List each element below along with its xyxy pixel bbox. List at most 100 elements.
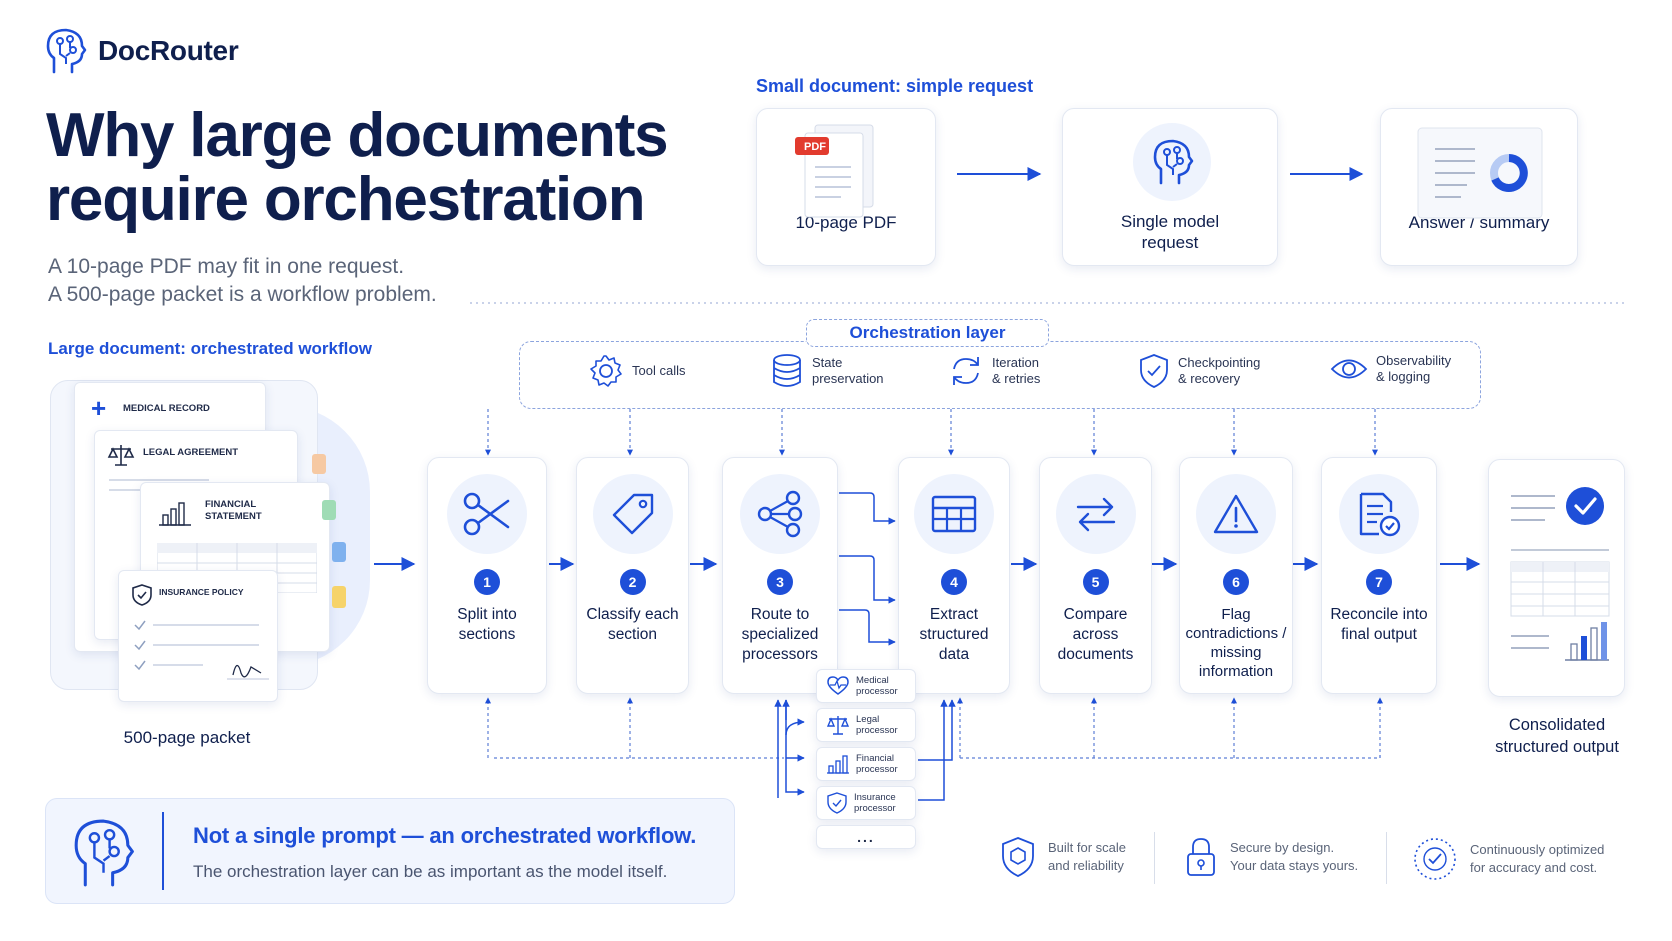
step-extract-label-line-3: data [938,646,970,663]
orch-checkpointing-line-1: Checkpointing [1178,355,1261,370]
shield-icon [1002,837,1034,877]
tab-yellow [332,586,346,608]
feature-optimized-line-2: for accuracy and cost. [1470,860,1598,875]
step-route-number: 3 [767,569,793,595]
step-split-label: Split into sections [432,605,542,645]
feature-separator-2 [1386,832,1387,884]
step-compare-icon-circle [1055,474,1136,554]
large-flow-label: Large document: orchestrated workflow [48,339,372,358]
step-compare-number: 5 [1082,569,1109,595]
document-packet: + MEDICAL RECORD LEGAL AGREEMENT FINANCI… [48,374,372,714]
step-reconcile: 7 Reconcile into final output [1321,457,1437,694]
step-extract-icon-circle [914,474,994,554]
structured-report-icon [1510,487,1610,661]
orch-iteration-retries: Iteration & retries [948,353,1040,389]
pdf-card: PDF 10-page PDF [756,108,936,266]
processor-medical: Medical processor [816,669,916,703]
step-route-label-line-3: processors [742,646,818,663]
processor-financial: Financial processor [816,747,916,781]
target-check-icon [1414,838,1456,880]
step-flag-icon-circle [1196,474,1276,554]
insurance-policy-title: INSURANCE POLICY [159,587,244,597]
tab-orange [312,454,326,474]
checklist-graphic [134,620,269,680]
bar-chart-icon [827,755,849,774]
step-flag-number: 6 [1223,569,1249,595]
shield-check-icon [132,584,152,606]
warning-icon [1213,494,1259,534]
feature-secure-line-1: Secure by design. [1230,840,1335,855]
step-compare-label-line-2: across [1072,626,1119,643]
medical-record-title: MEDICAL RECORD [123,403,210,414]
feature-scale-line-2: and reliability [1048,858,1124,873]
orchestration-layer-title: Orchestration layer [806,319,1049,347]
brain-head-icon [74,819,134,887]
processor-legal-line-2: processor [856,725,898,736]
insurance-policy-page: INSURANCE POLICY [118,570,278,702]
swap-arrows-icon [1076,497,1115,532]
step-route-icon-circle [740,474,820,554]
takeaway-headline: Not a single prompt — an orchestrated wo… [193,823,697,848]
processor-financial-line-1: Financial [856,753,895,764]
legal-agreement-title: LEGAL AGREEMENT [143,447,239,458]
subtitle-line-2: A 500-page packet is a workflow problem. [48,283,437,306]
step-extract-number: 4 [941,569,967,595]
step-compare-label: Compare across documents [1044,605,1147,665]
brand: DocRouter [42,26,239,76]
orchestration-layer-box [519,341,1481,409]
step-compare: 5 Compare across documents [1039,457,1152,694]
pdf-document-icon [795,124,874,218]
step-route: 3 Route to specialized processors [722,457,838,694]
processor-financial-line-2: processor [856,764,898,775]
step-reconcile-label-line-2: final output [1341,626,1417,643]
orch-observability-line-2: & logging [1376,369,1431,384]
step-split: 1 Split into sections [427,457,547,694]
step-compare-label-line-3: documents [1057,646,1134,663]
refresh-icon [953,357,979,385]
step-split-label-line-1: Split into [457,606,517,623]
takeaway-box [45,798,735,904]
step-reconcile-label: Reconcile into final output [1326,605,1432,645]
page-title-line-1: Why large documents [46,101,669,170]
orch-tool-calls-line-1: Tool calls [632,363,686,378]
step-split-label-line-2: sections [458,626,516,643]
processor-insurance: Insurance processor [816,786,916,820]
financial-title-line-2: STATEMENT [205,511,262,522]
eye-icon [1330,359,1368,379]
gear-icon [590,355,622,387]
step-extract-label-line-2: structured [919,626,989,643]
processor-legal-line-1: Legal [856,714,880,725]
feature-scale-line-1: Built for scale [1048,840,1127,855]
database-icon [773,354,801,387]
shield-check-icon [827,792,847,814]
processor-more: ... [816,825,916,849]
tab-blue [332,542,346,562]
more-icon: ... [857,828,875,845]
step-flag-label-line-3: missing [1210,644,1262,661]
feature-scale: Built for scale and reliability [1000,836,1126,878]
single-model-card: Single model request [1062,108,1278,266]
output-label: Consolidated structured output [1474,714,1640,758]
brain-head-logo-icon [46,28,87,74]
processor-insurance-line-2: processor [854,803,896,814]
orch-observability-logging: Observability & logging [1330,353,1451,385]
step-extract-label-line-1: Extract [929,606,979,623]
single-model-label-line-1: Single model [1120,212,1220,231]
feature-secure-line-2: Your data stays yours. [1230,858,1359,873]
step-classify-icon-circle [592,474,673,554]
orch-checkpointing-line-2: & recovery [1178,371,1241,386]
single-model-label-line-2: request [1141,233,1199,252]
orch-state-line-2: preservation [812,371,884,386]
orch-checkpointing-recovery: Checkpointing & recovery [1138,353,1260,389]
step-route-label: Route to specialized processors [727,605,833,665]
scales-icon [826,716,850,735]
small-flow-label: Small document: simple request [756,76,1034,96]
brand-name: DocRouter [98,35,239,66]
step-flag-label-line-4: information [1198,663,1274,680]
heart-pulse-icon [827,676,849,695]
lock-icon [1187,838,1215,876]
step-reconcile-label-line-1: Reconcile into [1330,606,1428,623]
brain-head-icon [1153,139,1194,185]
pdf-badge: PDF [804,141,826,153]
